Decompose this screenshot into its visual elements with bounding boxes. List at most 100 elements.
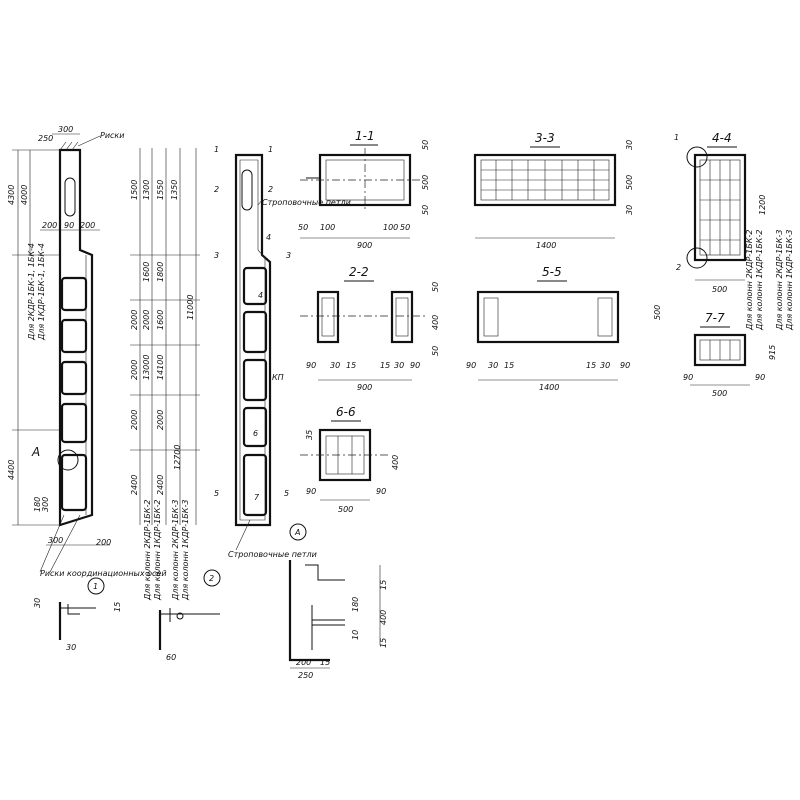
dim-left-300: 300 — [41, 497, 50, 512]
column-opening-4 — [60, 402, 88, 444]
note-for-columns-b: Для 1КДР-1БК-1, 1БК-4 — [37, 243, 46, 341]
section-2-2-flange-right — [390, 290, 414, 344]
dim-a-400: 400 — [379, 610, 388, 625]
node-1-circle — [87, 577, 105, 595]
detail-circle-a — [57, 449, 79, 471]
dim-2-2-30a: 30 — [330, 361, 340, 370]
section-5-5-outline — [476, 290, 620, 344]
mid-opening-1 — [242, 266, 268, 306]
dim-7-7-90b: 90 — [755, 373, 765, 382]
dim-5-5-15a: 15 — [504, 361, 514, 370]
detail-node-2: 2 60 — [158, 569, 221, 662]
dim-lv-1550: 1550 — [156, 180, 165, 200]
dim-bot-200: 200 — [96, 538, 111, 547]
dim-a-250: 250 — [298, 671, 313, 680]
dim-a-15a: 15 — [379, 580, 388, 590]
dim-5-5-90a: 90 — [466, 361, 476, 370]
note-4-4-cols-b: Для колонн 1КДР-1БК-2 — [755, 230, 764, 331]
dim-top-300: 300 — [58, 125, 73, 134]
section-5-5-title: 5-5 — [542, 265, 562, 279]
dim-mid-200b: 200 — [80, 221, 95, 230]
dim-left-180: 180 — [33, 497, 42, 512]
cut-3-left: 3 — [214, 251, 219, 260]
section-7-7-outline — [693, 333, 747, 367]
section-3-3-rebar-grid — [481, 160, 609, 200]
column-elevation-middle: 1 1 2 2 3 3 4 4 5 5 6 7 КП Строповочные … — [214, 145, 351, 559]
dim-lv-2000b: 2000 — [142, 310, 151, 330]
cut-2-right: 2 — [268, 185, 273, 194]
dim-6-6-90b: 90 — [376, 487, 386, 496]
dim-6-6-90a: 90 — [306, 487, 316, 496]
dim-1-1-100b: 100 — [383, 223, 398, 232]
dim-mid-200a: 200 — [42, 221, 57, 230]
dim-left-4400: 4400 — [7, 460, 16, 480]
node-1-detail-label: 1 — [93, 582, 98, 591]
section-6-6: 6-6 500 90 90 400 35 — [300, 405, 400, 514]
dim-4-4-500: 500 — [712, 285, 727, 294]
section-4-4: 4-4 1 2 500 1200 Для колонн 2КДР-1БК-2 Д… — [674, 131, 794, 331]
column-opening-3 — [60, 360, 88, 396]
node-a-label: А — [31, 445, 40, 459]
note-for-columns-c: Для колонн 2КДР-1БК-2 — [143, 500, 152, 601]
dim-1-1-v50b: 50 — [421, 205, 430, 215]
dim-1-1-v50: 50 — [421, 140, 430, 150]
dim-4-4-v1200: 1200 — [758, 195, 767, 215]
section-1-1-title: 1-1 — [355, 129, 375, 143]
dim-2-2-v400: 400 — [431, 315, 440, 330]
cut-6: 6 — [253, 429, 258, 438]
column-elevation-left: А Риски 300 250 200 90 200 4300 4000 440… — [7, 125, 167, 578]
dim-lv-13000: 13000 — [142, 355, 151, 380]
section-7-7: 7-7 500 90 90 915 — [683, 311, 777, 398]
node-2-label: 2 — [676, 263, 681, 272]
dim-5-5-v500: 500 — [653, 305, 662, 320]
detail-circle-2 — [686, 247, 708, 269]
note-loops-top: Строповочные петли — [262, 198, 351, 207]
dim-7-7-500: 500 — [712, 389, 727, 398]
dim-5-5-1400: 1400 — [539, 383, 559, 392]
cut-5-right: 5 — [284, 489, 289, 498]
note-riski: Риски — [100, 131, 124, 140]
column-opening-5 — [60, 453, 88, 512]
dim-a-200: 200 — [296, 658, 311, 667]
dim-a-15c: 15 — [320, 658, 330, 667]
mid-opening-4 — [242, 406, 268, 448]
dim-2-2-900: 900 — [357, 383, 372, 392]
dim-lv-1500: 1500 — [130, 180, 139, 200]
dim-top-250: 250 — [38, 134, 53, 143]
note-loops-bottom: Строповочные петли — [228, 550, 317, 559]
dim-2-2-90a: 90 — [306, 361, 316, 370]
note-for-columns-f: Для колонн 1КДР-1БК-3 — [181, 500, 190, 601]
dim-1-1-100: 100 — [320, 223, 335, 232]
cut-5-left: 5 — [214, 489, 219, 498]
section-3-3-title: 3-3 — [535, 131, 555, 145]
dim-bot-300: 300 — [48, 536, 63, 545]
column-slot-middle — [241, 169, 253, 211]
dim-lv-1350: 1350 — [170, 180, 179, 200]
dim-lv-2000e: 2000 — [156, 410, 165, 430]
dim-lv-1800a: 1800 — [156, 262, 165, 282]
note-for-columns-a: Для 2КДР-1БК-1, 1БК-4 — [27, 243, 36, 341]
section-4-4-rebar — [700, 160, 740, 255]
column-outline-middle — [234, 153, 272, 527]
dim-mid-90: 90 — [64, 221, 74, 230]
dim-a-10: 10 — [351, 630, 360, 640]
dim-5-5-30a: 30 — [488, 361, 498, 370]
section-4-4-title: 4-4 — [712, 131, 732, 145]
dim-total2: 12700 — [173, 445, 182, 470]
section-4-4-outline — [693, 153, 747, 262]
detail-circle-1 — [686, 146, 708, 168]
dim-lv-1300: 1300 — [142, 180, 151, 200]
section-2-2-flange-left — [316, 290, 340, 344]
dim-5-5-30b: 30 — [600, 361, 610, 370]
node-1-label: 1 — [674, 133, 679, 142]
dim-lv-14100: 14100 — [156, 355, 165, 380]
detail-node-1: 1 30 30 15 — [33, 577, 122, 652]
dim-a-180: 180 — [351, 597, 360, 612]
note-for-columns-d: Для колонн 1КДР-1БК-2 — [153, 500, 162, 601]
dim-2-2-v50a: 50 — [431, 282, 440, 292]
dim-lv-2400a: 2400 — [130, 475, 139, 495]
dim-2-2-90b: 90 — [410, 361, 420, 370]
detail-node-a: 15 400 15 180 10 200 15 250 — [288, 560, 388, 680]
mid-opening-2 — [242, 310, 268, 354]
